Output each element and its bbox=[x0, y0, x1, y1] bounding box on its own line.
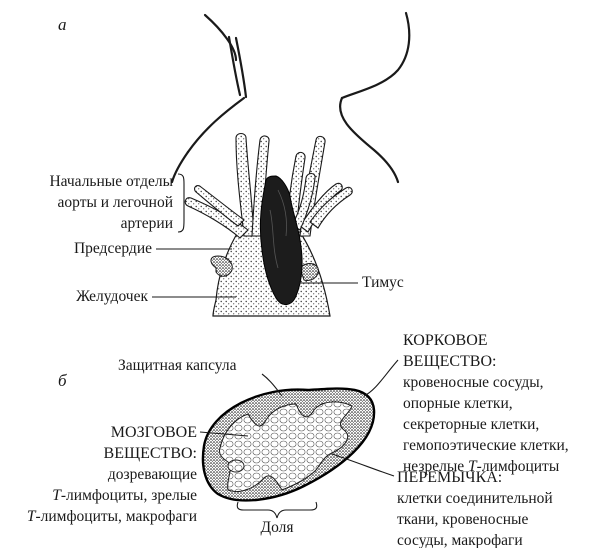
panel-b: б Защитная капсула КОРКОВОЕ ВЕЩЕСТВО: кр… bbox=[27, 332, 569, 548]
label-vessels-line1: Начальные отделы bbox=[49, 173, 173, 190]
label-cortex: КОРКОВОЕ ВЕЩЕСТВО: кровеносные сосуды, о… bbox=[403, 332, 569, 475]
septum-item-1: клетки соединительной bbox=[397, 490, 553, 507]
label-capsule: Защитная капсула bbox=[118, 357, 237, 374]
vessels-bracket bbox=[177, 173, 185, 233]
label-vessels-line3: артерии bbox=[121, 215, 173, 232]
thymus-lobule bbox=[201, 387, 376, 502]
septum-leader bbox=[331, 453, 395, 477]
label-vessels-line2: аорты и легочной bbox=[58, 194, 173, 211]
label-thymus: Тимус bbox=[362, 274, 404, 291]
cortex-item-3: секреторные клетки, bbox=[403, 416, 539, 433]
septum-item-2: ткани, кровеносные bbox=[397, 511, 528, 528]
panel-a-letter: а bbox=[58, 15, 67, 34]
medulla-title-line2: ВЕЩЕСТВО: bbox=[104, 445, 197, 462]
panel-b-letter: б bbox=[58, 371, 67, 390]
label-lobule: Доля bbox=[261, 519, 294, 536]
cortex-title-line1: КОРКОВОЕ bbox=[403, 332, 488, 349]
label-vessels: Начальные отделы аорты и легочной артери… bbox=[49, 173, 185, 233]
cortex-item-2: опорные клетки, bbox=[403, 395, 513, 412]
lobule-bracket bbox=[236, 501, 318, 519]
medulla-line-1: дозревающие bbox=[108, 466, 197, 483]
cortex-item-4: гемопоэтические клетки, bbox=[403, 437, 569, 454]
label-ventricle: Желудочек bbox=[76, 288, 148, 305]
cortex-title-line2: ВЕЩЕСТВО: bbox=[403, 353, 496, 370]
label-atrium: Предсердие bbox=[74, 240, 152, 257]
neck-outline bbox=[170, 11, 411, 184]
panel-a: а bbox=[49, 11, 411, 317]
label-medulla: МОЗГОВОЕ ВЕЩЕСТВО: дозревающие Т-лимфоци… bbox=[27, 424, 197, 525]
septum-item-3: сосуды, макрофаги bbox=[397, 532, 523, 548]
medulla-leader bbox=[199, 431, 249, 437]
medulla-line-3: Т-лимфоциты, макрофаги bbox=[27, 508, 197, 525]
cortex-leader bbox=[363, 359, 399, 397]
label-septum: ПЕРЕМЫЧКА: клетки соединительной ткани, … bbox=[397, 469, 553, 548]
cortex-item-5: незрелые Т-лимфоциты bbox=[403, 458, 560, 475]
vessels bbox=[184, 132, 353, 239]
capsule-leader bbox=[261, 373, 283, 397]
medulla-line-2: Т-лимфоциты, зрелые bbox=[52, 487, 197, 504]
septum-title: ПЕРЕМЫЧКА: bbox=[397, 469, 502, 486]
cortex-item-1: кровеносные сосуды, bbox=[403, 374, 544, 391]
thymus-gland bbox=[259, 175, 303, 305]
medulla-title-line1: МОЗГОВОЕ bbox=[111, 424, 197, 441]
